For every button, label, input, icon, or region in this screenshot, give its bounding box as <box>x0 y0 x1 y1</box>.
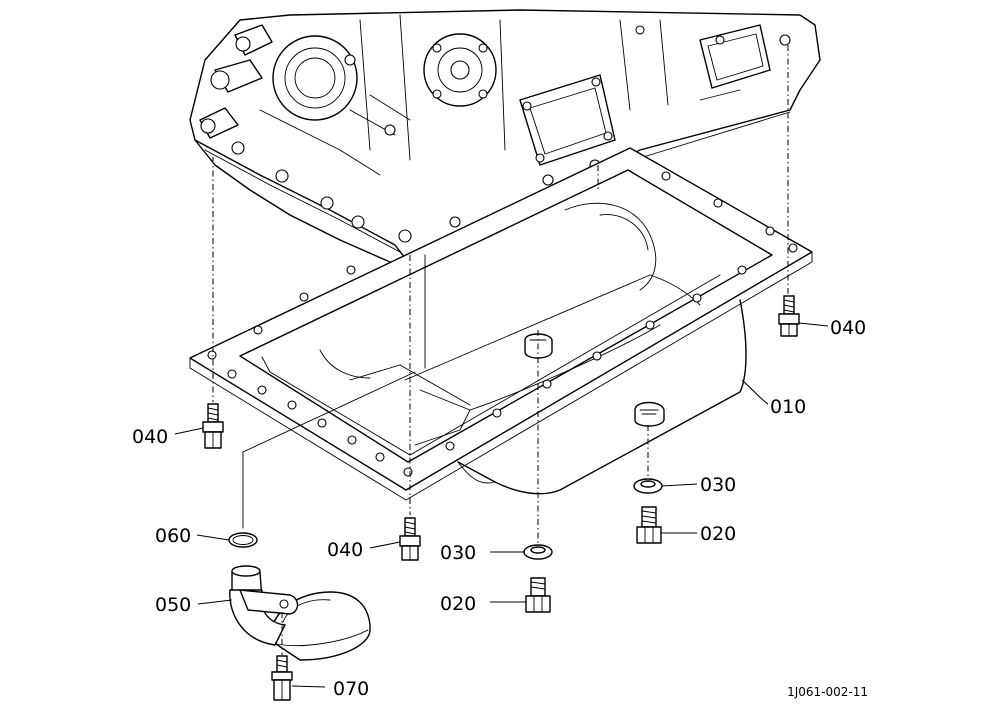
callout-040-center: 040 <box>327 539 363 561</box>
callout-020-right: 020 <box>700 523 736 545</box>
o-ring-060 <box>228 532 258 548</box>
callout-040-left: 040 <box>132 426 168 448</box>
washer-030-right <box>633 478 663 494</box>
callout-060: 060 <box>155 525 191 547</box>
callout-labels: 010 040 040 040 030 020 030 020 060 050 … <box>132 317 866 700</box>
drain-plug-020-center <box>525 577 551 613</box>
callout-040-right: 040 <box>830 317 866 339</box>
bolt-070 <box>271 612 293 701</box>
oil-pan <box>189 147 813 501</box>
engine-block <box>189 9 821 271</box>
washer-030-center <box>523 544 553 560</box>
drawing-number: 1J061-002-11 <box>787 685 868 699</box>
bolt-040-right <box>778 295 800 337</box>
oil-strainer-050 <box>229 565 371 661</box>
callout-070: 070 <box>333 678 369 700</box>
callout-050: 050 <box>155 594 191 616</box>
callout-030-center: 030 <box>440 542 476 564</box>
callout-010: 010 <box>770 396 806 418</box>
bolt-040-left <box>202 403 224 449</box>
drain-plug-020-right <box>636 506 662 544</box>
alignment-lines <box>212 45 789 545</box>
bolt-040-center <box>399 517 421 561</box>
leader-lines <box>174 322 829 688</box>
callout-020-center: 020 <box>440 593 476 615</box>
callout-030-right: 030 <box>700 474 736 496</box>
